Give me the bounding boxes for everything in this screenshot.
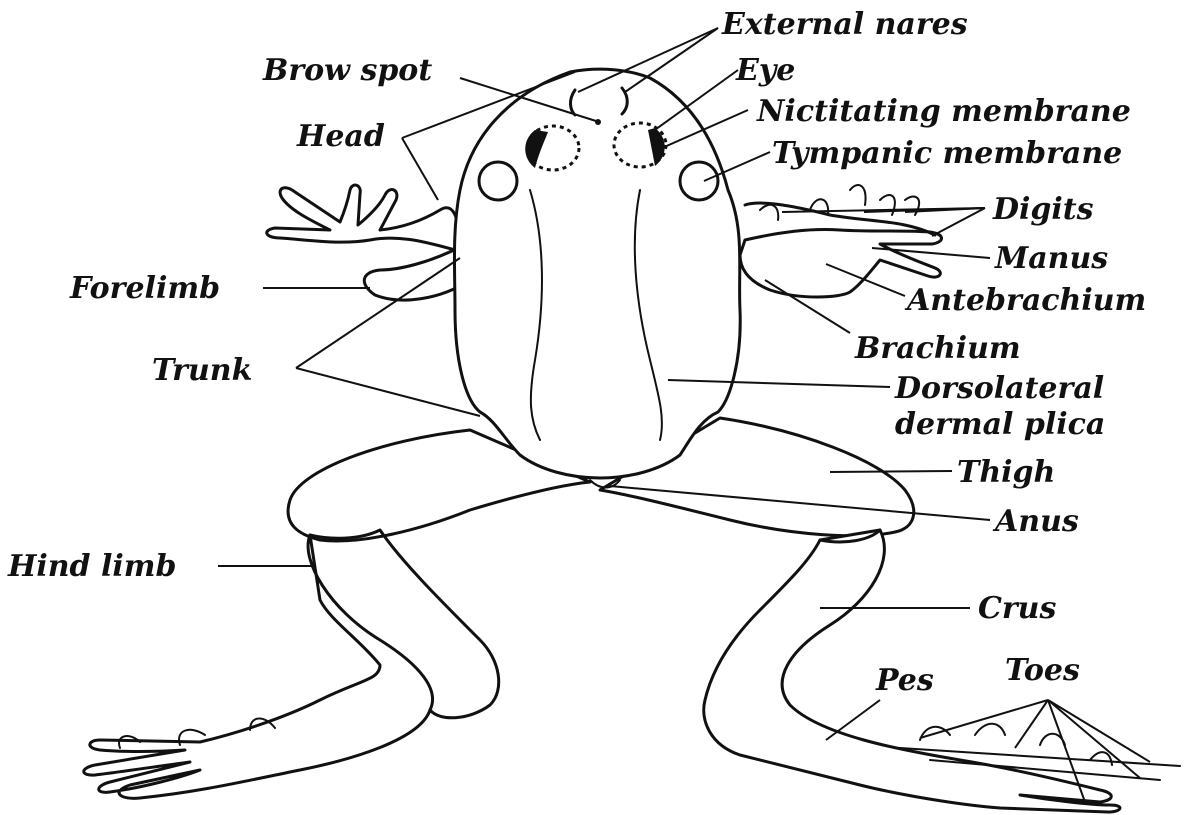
label-hind-limb: Hind limb: [7, 549, 177, 584]
left-forelimb: [267, 185, 470, 300]
label-thigh: Thigh: [957, 455, 1055, 490]
label-dermal-plica: dermal plica: [895, 407, 1105, 442]
right-eye: [614, 123, 666, 167]
label-dorsolateral: Dorsolateral: [894, 371, 1104, 406]
label-pes: Pes: [875, 663, 934, 698]
label-trunk: Trunk: [152, 353, 252, 388]
left-hind-limb: [84, 430, 590, 798]
frog-body: [454, 69, 740, 478]
label-manus: Manus: [994, 241, 1108, 276]
label-head: Head: [296, 119, 385, 154]
right-hind-limb: [600, 418, 1180, 812]
label-anus: Anus: [992, 504, 1079, 539]
left-eye: [525, 126, 579, 170]
label-antebrachium: Antebrachium: [904, 283, 1146, 318]
tympanic-membrane-right: [680, 162, 718, 200]
label-nictitating-membrane: Nictitating membrane: [756, 94, 1131, 129]
tympanic-membrane-left: [479, 162, 517, 200]
label-tympanic-membrane: Tympanic membrane: [772, 136, 1122, 171]
label-toes: Toes: [1005, 653, 1080, 688]
label-eye: Eye: [735, 53, 795, 88]
right-forelimb: [740, 185, 942, 297]
label-crus: Crus: [978, 591, 1056, 626]
label-digits: Digits: [992, 192, 1094, 227]
brow-spot: [595, 119, 601, 125]
label-brow-spot: Brow spot: [262, 53, 432, 88]
label-external-nares: External nares: [721, 7, 968, 42]
label-forelimb: Forelimb: [69, 271, 220, 306]
label-brachium: Brachium: [854, 331, 1021, 366]
